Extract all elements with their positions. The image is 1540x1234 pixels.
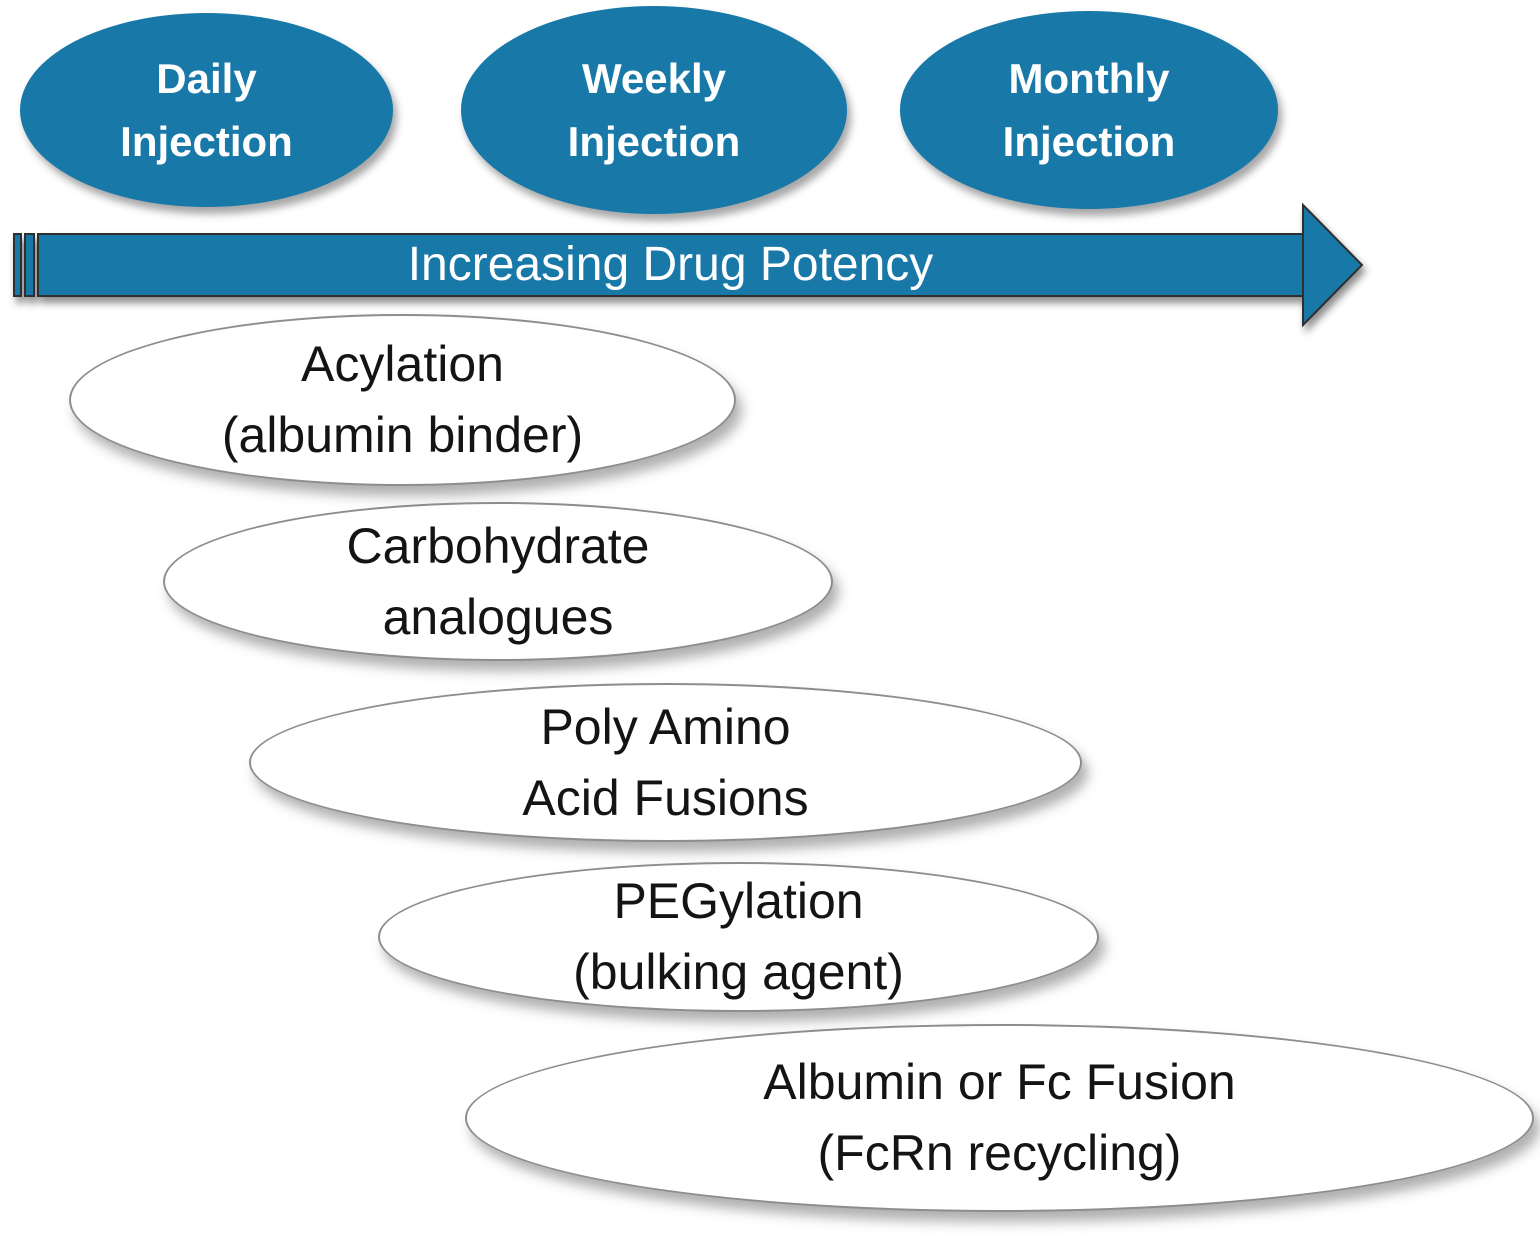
ellipse-label-line: PEGylation [613, 873, 864, 929]
ellipse-label-line: (FcRn recycling) [817, 1125, 1182, 1181]
albumin-fc-fusion-ellipse: Albumin or Fc Fusion (FcRn recycling) [465, 1024, 1534, 1212]
arrow-body [37, 233, 1304, 297]
arrow-stripe-1 [13, 233, 22, 297]
weekly-injection-ellipse: Weekly Injection [461, 6, 847, 214]
ellipse-label-line: Albumin or Fc Fusion [763, 1054, 1236, 1110]
arrow-stripe-2 [24, 233, 35, 297]
pegylation-ellipse: PEGylation (bulking agent) [378, 862, 1099, 1012]
acylation-ellipse: Acylation (albumin binder) [69, 314, 736, 486]
poly-amino-acid-fusions-ellipse: Poly Amino Acid Fusions [249, 683, 1082, 842]
ellipse-label-line: (albumin binder) [221, 407, 584, 463]
potency-arrow [13, 202, 1364, 328]
ellipse-label-line: Weekly [582, 55, 726, 102]
ellipse-label-line: Acid Fusions [522, 769, 809, 826]
monthly-injection-ellipse: Monthly Injection [900, 11, 1278, 209]
ellipse-label-line: Monthly [1008, 55, 1170, 102]
ellipse-label-line: Injection [567, 118, 741, 165]
carbohydrate-analogues-ellipse: Carbohydrate analogues [163, 502, 833, 661]
ellipse-label-line: Injection [120, 118, 293, 165]
ellipse-label-line: Acylation [301, 336, 504, 392]
ellipse-label-line: Carbohydrate [346, 517, 650, 574]
ellipse-label-line: Injection [1002, 118, 1176, 165]
arrow-head [1302, 202, 1364, 328]
daily-injection-ellipse: Daily Injection [20, 13, 393, 207]
ellipse-label-line: Poly Amino [540, 698, 791, 755]
ellipse-label-line: analogues [382, 588, 614, 645]
ellipse-label-line: Daily [156, 55, 257, 102]
ellipse-label-line: (bulking agent) [573, 944, 904, 1000]
